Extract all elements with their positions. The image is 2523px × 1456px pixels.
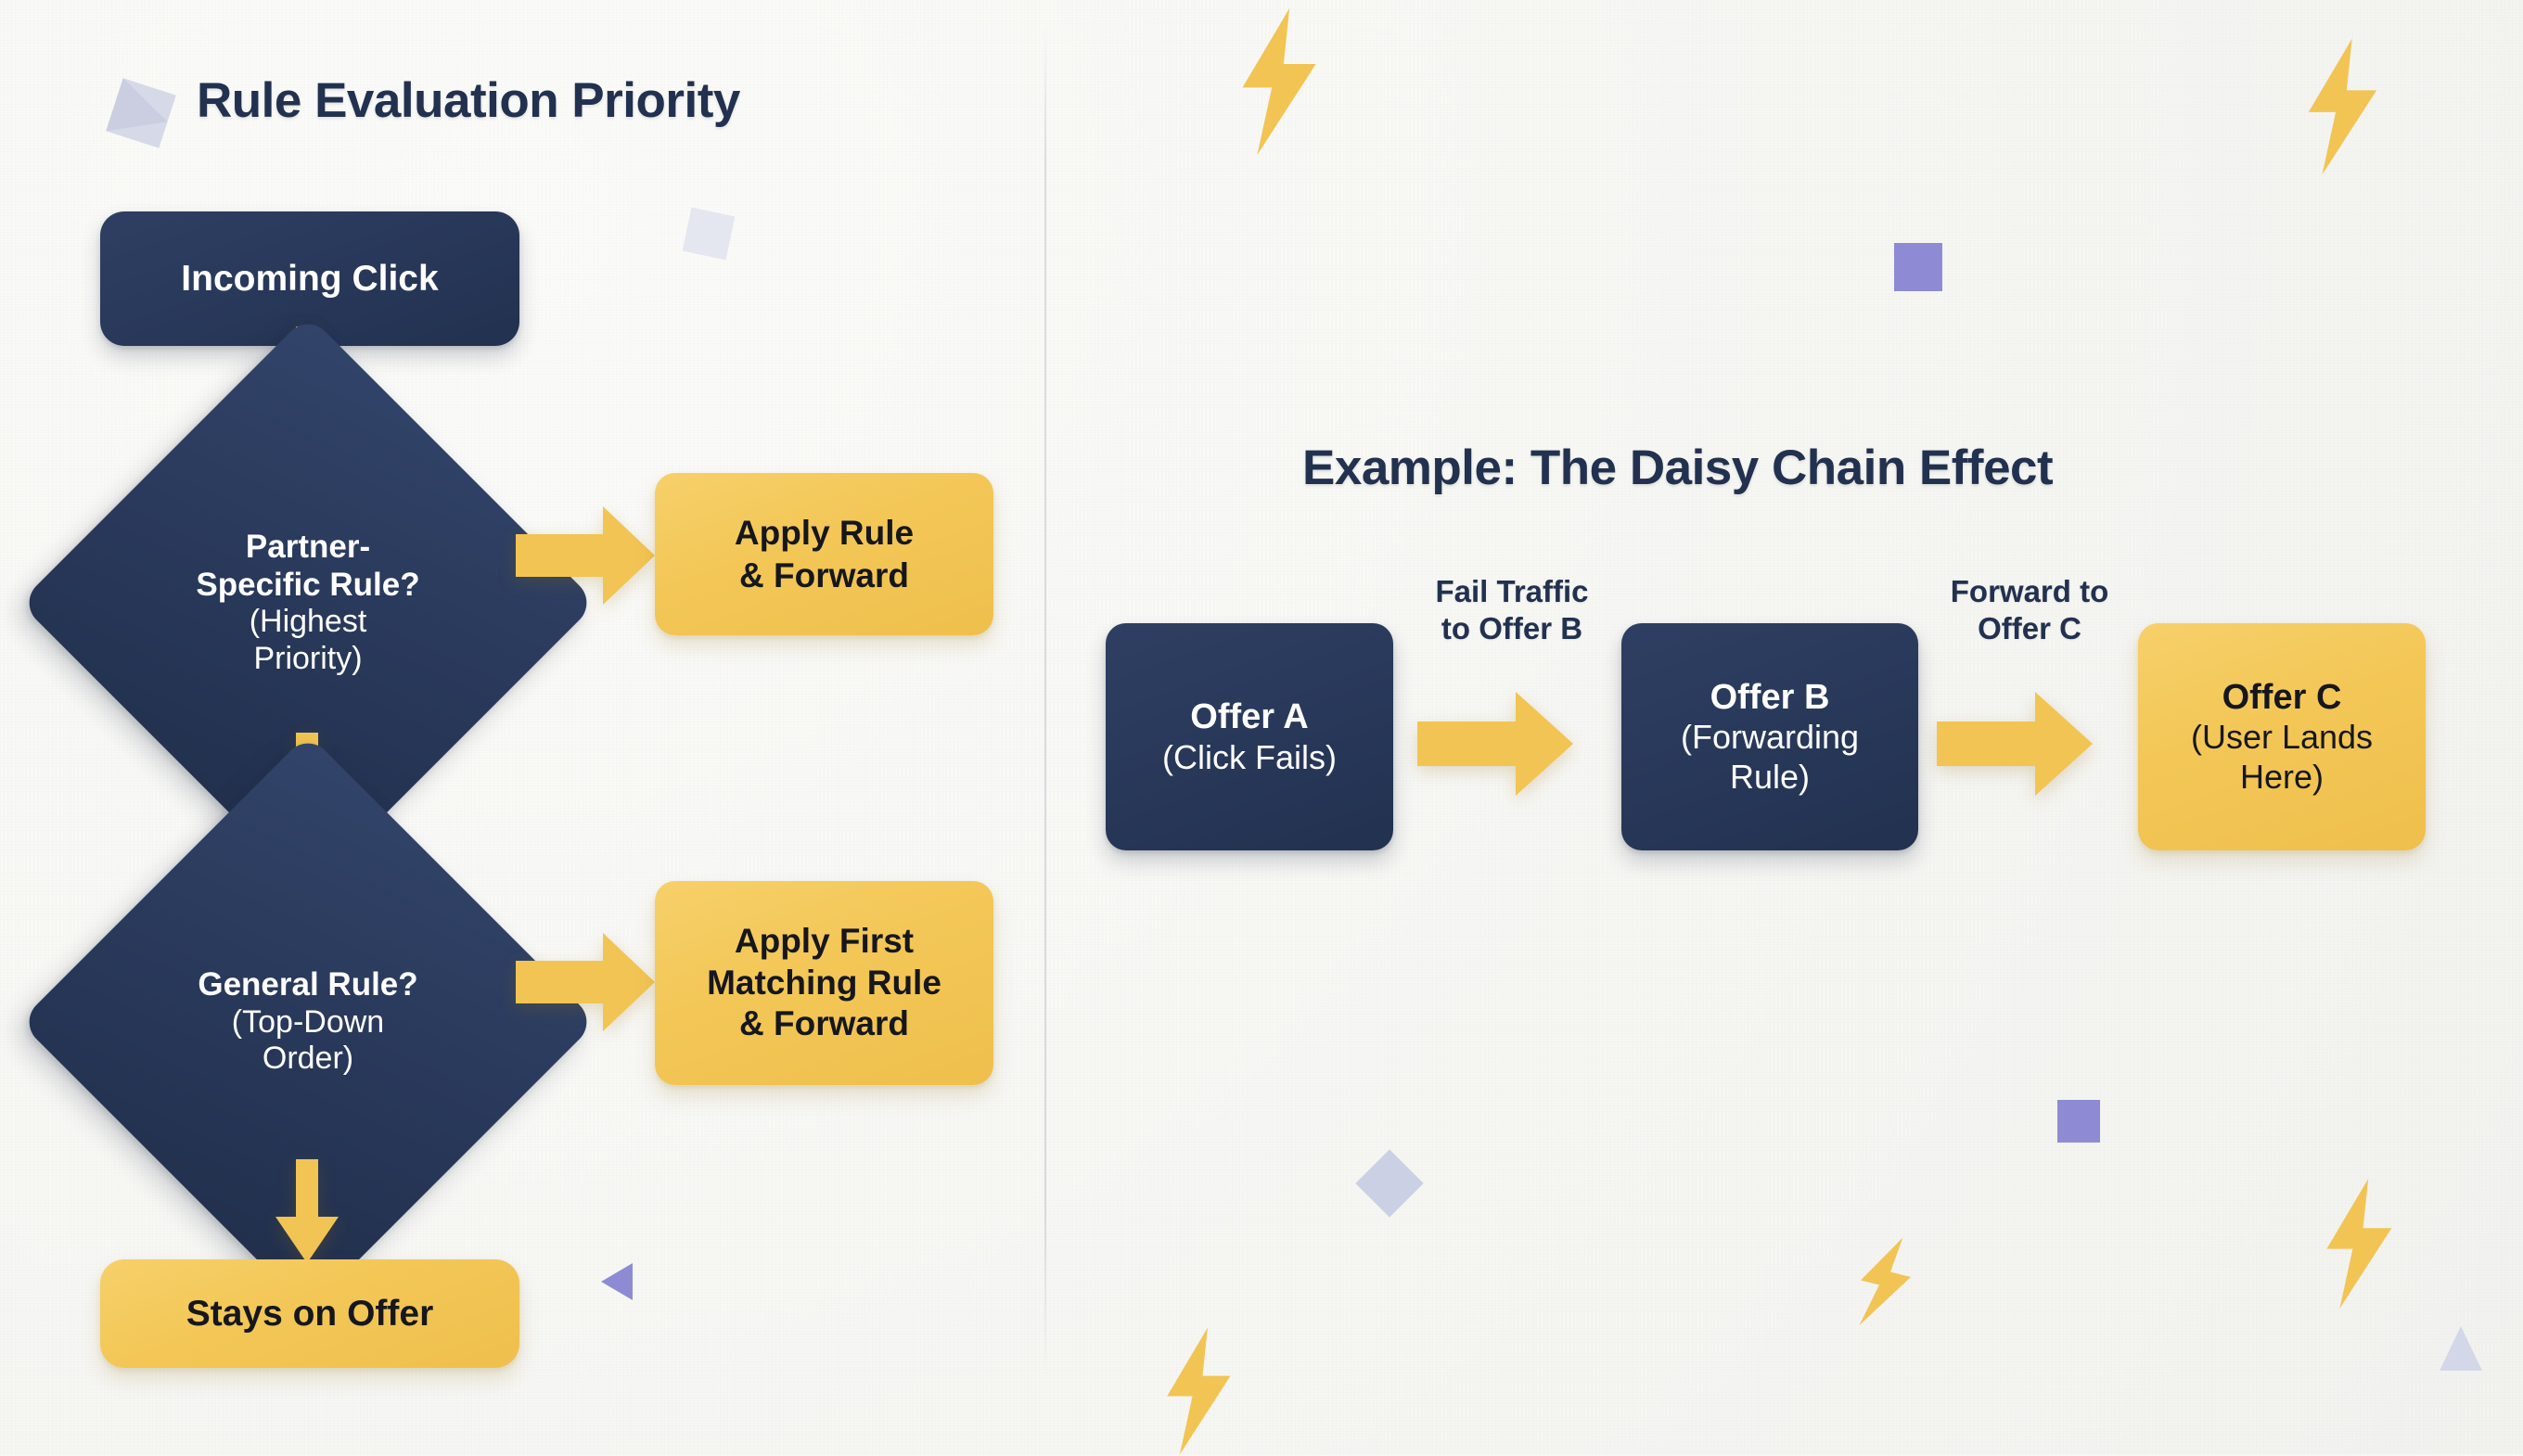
diamond-lavender-bottom-left-icon <box>1355 1149 1424 1218</box>
node-label-line: & Forward <box>739 556 909 594</box>
node-label-line: Offer A <box>1190 696 1309 736</box>
arrow-offer-b-to-offer-c <box>1937 686 2094 801</box>
node-label-line: Offer B <box>1710 677 1830 717</box>
square-lavender-title-icon <box>101 73 181 153</box>
node-label-line: (Top-Down <box>231 1003 385 1040</box>
lightning-bolt-top-left-center-icon <box>1234 7 1322 156</box>
node-label-line: (Click Fails) <box>1162 737 1337 776</box>
lightning-bolt-top-right-icon <box>2300 37 2382 176</box>
node-label-line: Here) <box>2239 757 2324 796</box>
node-apply-rule-forward[interactable]: Apply Rule & Forward <box>655 473 993 635</box>
edge-label-b-to-c: Forward to Offer C <box>1918 573 2141 646</box>
node-label-line: Stays on Offer <box>186 1293 434 1334</box>
arrow-partner-to-apply-rule <box>516 501 657 610</box>
node-partner-specific-rule[interactable]: Partner- Specific Rule? (Highest Priorit… <box>19 313 597 892</box>
node-label-line: General Rule? <box>198 966 418 1003</box>
node-label-line: & Forward <box>739 1004 909 1043</box>
node-offer-b[interactable]: Offer B (Forwarding Rule) <box>1621 623 1918 850</box>
panel-divider <box>1044 26 1046 1380</box>
node-general-rule[interactable]: General Rule? (Top-Down Order) <box>19 733 597 1311</box>
node-offer-c[interactable]: Offer C (User Lands Here) <box>2138 623 2426 850</box>
node-label-line: (User Lands <box>2190 718 2374 757</box>
square-purple-top-right-icon <box>1894 243 1942 291</box>
node-apply-first-matching-rule-forward[interactable]: Apply First Matching Rule & Forward <box>655 881 993 1085</box>
arrow-offer-a-to-offer-b <box>1417 686 1575 801</box>
node-stays-on-offer[interactable]: Stays on Offer <box>100 1259 519 1368</box>
node-label-line: Incoming Click <box>181 258 439 299</box>
node-label-line: (Highest <box>249 604 367 640</box>
edge-label-line: Forward to <box>1950 574 2109 608</box>
lightning-bolt-bottom-center-right-icon <box>1844 1228 1924 1336</box>
triangle-lavender-bottom-right-icon <box>2440 1326 2482 1371</box>
node-label-line: Matching Rule <box>707 963 941 1002</box>
triangle-purple-left-icon <box>601 1263 633 1300</box>
node-label-line: Apply First <box>734 922 915 961</box>
edge-label-a-to-b: Fail Traffic to Offer B <box>1401 573 1623 646</box>
edge-label-line: to Offer B <box>1441 610 1583 645</box>
arrow-general-to-apply-first <box>516 927 657 1037</box>
node-label-line: Partner- <box>245 528 371 565</box>
square-purple-bottom-right-icon <box>2057 1100 2100 1143</box>
lightning-bolt-bottom-right-icon <box>2319 1178 2397 1309</box>
node-label-line: (Forwarding <box>1680 718 1860 757</box>
lightning-bolt-bottom-left-icon <box>1159 1326 1236 1456</box>
node-label-line: Specific Rule? <box>196 566 420 603</box>
node-label-line: Apply Rule <box>734 514 915 553</box>
page-title-left: Rule Evaluation Priority <box>197 73 740 128</box>
node-label-line: Offer C <box>2222 677 2342 717</box>
square-lavender-upper-left-icon <box>682 207 736 261</box>
arrow-general-to-stays <box>274 1159 340 1263</box>
node-label-line: Priority) <box>253 640 363 676</box>
node-label-line: Rule) <box>1729 757 1811 796</box>
node-offer-a[interactable]: Offer A (Click Fails) <box>1106 623 1393 850</box>
node-label-line: Order) <box>262 1041 354 1077</box>
page-title-right: Example: The Daisy Chain Effect <box>1302 441 2054 495</box>
edge-label-line: Offer C <box>1978 610 2081 645</box>
edge-label-line: Fail Traffic <box>1435 574 1589 608</box>
